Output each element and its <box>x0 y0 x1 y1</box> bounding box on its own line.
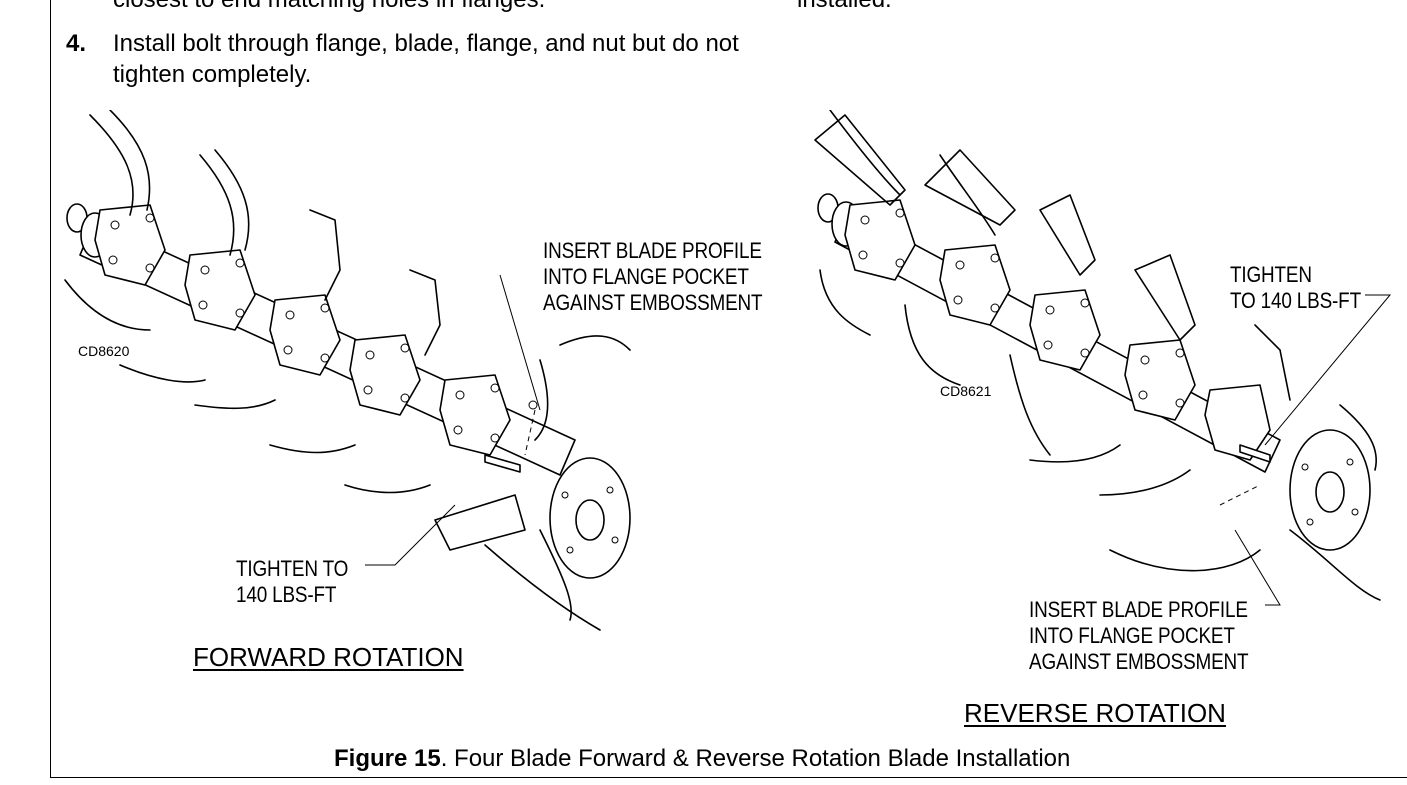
step-text: Install bolt through flange, blade, flan… <box>113 30 739 88</box>
figure-caption: Figure 15. Four Blade Forward & Reverse … <box>334 745 1070 773</box>
reverse-tighten-callout: TIGHTEN TO 140 LBS-FT <box>1230 262 1361 314</box>
forward-rotation-label: FORWARD ROTATION <box>193 642 464 672</box>
reverse-insert-callout: INSERT BLADE PROFILE INTO FLANGE POCKET … <box>1029 597 1249 675</box>
previous-text-left: closest to end matching holes in flanges… <box>113 0 545 15</box>
page-frame <box>50 0 1407 778</box>
forward-rotation-illustration <box>64 110 631 631</box>
reverse-rotation-illustration <box>814 110 1392 606</box>
callout-line: AGAINST EMBOSSMENT <box>543 290 763 315</box>
callout-line: TO 140 LBS-FT <box>1230 288 1361 313</box>
reverse-drawing-code: CD8621 <box>940 383 992 399</box>
forward-drawing-code: CD8620 <box>78 343 130 359</box>
previous-text-right: installed. <box>797 0 892 15</box>
forward-tighten-callout: TIGHTEN TO 140 LBS-FT <box>236 556 348 608</box>
callout-line: INTO FLANGE POCKET <box>543 264 749 289</box>
callout-line: TIGHTEN TO <box>236 556 349 581</box>
callout-line: INTO FLANGE POCKET <box>1029 623 1235 648</box>
figure-caption-text: . Four Blade Forward & Reverse Rotation … <box>440 745 1071 772</box>
reverse-rotation-label: REVERSE ROTATION <box>964 698 1226 728</box>
callout-line: INSERT BLADE PROFILE <box>1029 597 1248 622</box>
callout-line: TIGHTEN <box>1230 262 1312 287</box>
step-number: 4. <box>66 30 87 57</box>
forward-insert-callout: INSERT BLADE PROFILE INTO FLANGE POCKET … <box>543 238 763 316</box>
callout-line: INSERT BLADE PROFILE <box>543 238 762 263</box>
callout-line: 140 LBS-FT <box>236 582 337 607</box>
callout-line: AGAINST EMBOSSMENT <box>1029 649 1249 674</box>
figure-number: Figure 15 <box>334 745 441 772</box>
